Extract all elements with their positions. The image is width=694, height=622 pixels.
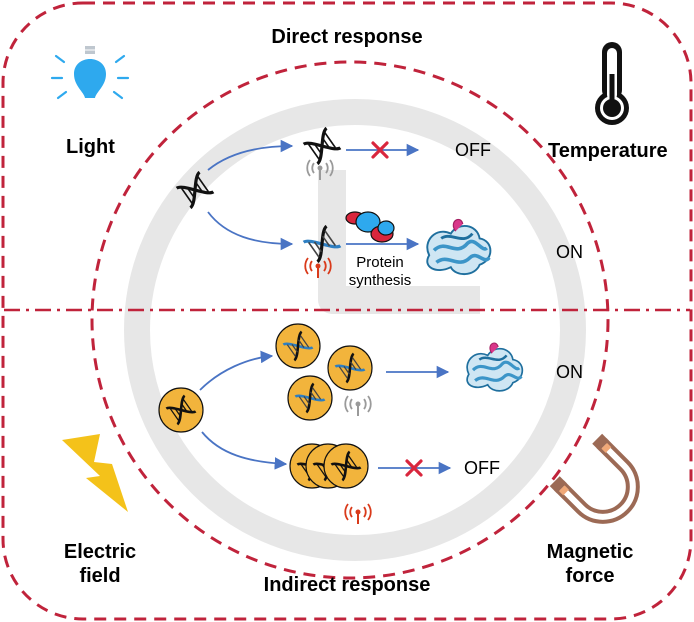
dna-off-top [302, 126, 342, 166]
signal-red-icon-bottom [344, 503, 372, 525]
thermometer-icon [595, 42, 629, 125]
inner-dashed-circle [90, 60, 610, 580]
arrow-top-on [207, 211, 294, 251]
label-light: Light [66, 136, 115, 158]
label-temperature: Temperature [548, 140, 668, 162]
protein-structure-bottom [465, 341, 524, 393]
signal-gray-icon-bottom [344, 395, 372, 417]
ribosome-icon [345, 211, 395, 243]
arrow-bottom-off [201, 431, 288, 470]
watermark-logo [124, 99, 586, 561]
label-electric: Electric [63, 541, 137, 563]
arrow-bottom-on [199, 350, 274, 391]
state-on-top: ON [556, 242, 583, 262]
indirect-response-title: Indirect response [263, 574, 431, 596]
direct-response-title: Direct response [271, 26, 423, 48]
protein-synthesis-line1: Protein [356, 254, 404, 271]
state-on-bottom: ON [556, 362, 583, 382]
dispersed-particles [275, 323, 373, 421]
state-off-bottom: OFF [464, 458, 500, 478]
arrow-top-off [207, 139, 294, 171]
lightning-bolt-icon [62, 434, 128, 512]
light-bulb-icon [50, 46, 130, 100]
aggregated-particles [289, 443, 369, 489]
protein-synthesis-line2: synthesis [348, 272, 412, 289]
label-field: field [79, 565, 121, 587]
label-magnetic: Magnetic [546, 541, 634, 563]
protein-structure-top [425, 217, 493, 276]
magnet-icon [549, 433, 640, 524]
particle-source [158, 387, 204, 433]
label-force: force [565, 565, 615, 587]
state-off-top: OFF [455, 140, 491, 160]
